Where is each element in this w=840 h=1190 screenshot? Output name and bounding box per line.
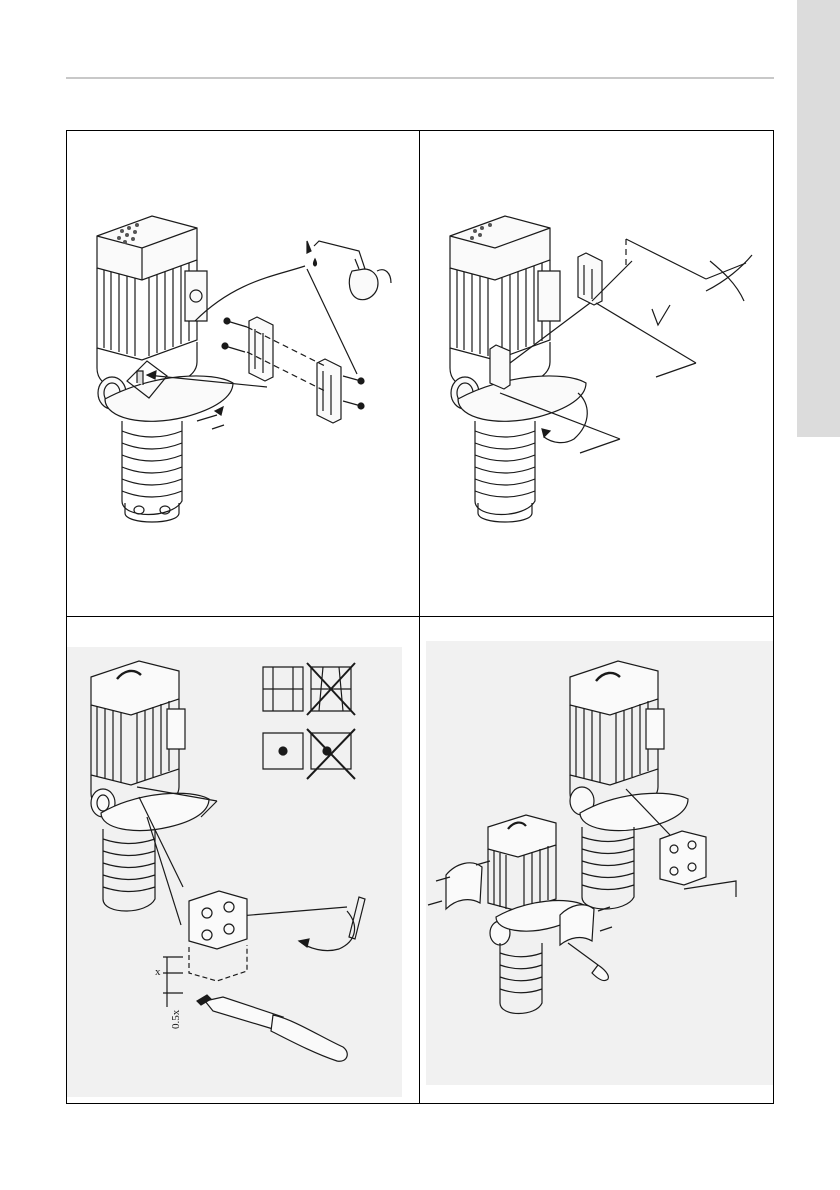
figure-3-illustration: x 0.5x (67, 617, 420, 1103)
figure-1-illustration (67, 131, 420, 617)
pump-icon (91, 661, 209, 911)
figure-3-panel: x 0.5x (67, 617, 420, 1103)
rotation-arrow-icon (299, 911, 355, 951)
hex-key-icon (684, 881, 736, 897)
screwdriver-icon (197, 995, 347, 1061)
dimension-label-half-gap: 0.5x (170, 1009, 182, 1029)
figure-4-panel (420, 617, 773, 1103)
figure-grid: x 0.5x (66, 130, 774, 1104)
section-tab (797, 0, 840, 437)
coupling-icon (660, 831, 706, 885)
cross-mark-icon (706, 255, 752, 301)
dimension-label-gap: x (155, 966, 161, 978)
cross-mark-icon (307, 663, 355, 779)
figure-1-panel (67, 131, 420, 617)
figure-2-illustration (420, 131, 773, 617)
figure-4-illustration (420, 617, 773, 1103)
screwdriver-icon (568, 943, 608, 981)
coupling-icon (249, 317, 341, 423)
oil-can-icon (307, 241, 391, 300)
header-rule (66, 77, 774, 79)
check-mark-icon (652, 305, 670, 325)
figure-2-panel (420, 131, 773, 617)
coupling-icon (189, 891, 247, 981)
screw-icon (222, 318, 364, 409)
pump-icon (450, 216, 586, 522)
pump-icon (97, 216, 233, 522)
hex-key-icon (500, 239, 746, 453)
